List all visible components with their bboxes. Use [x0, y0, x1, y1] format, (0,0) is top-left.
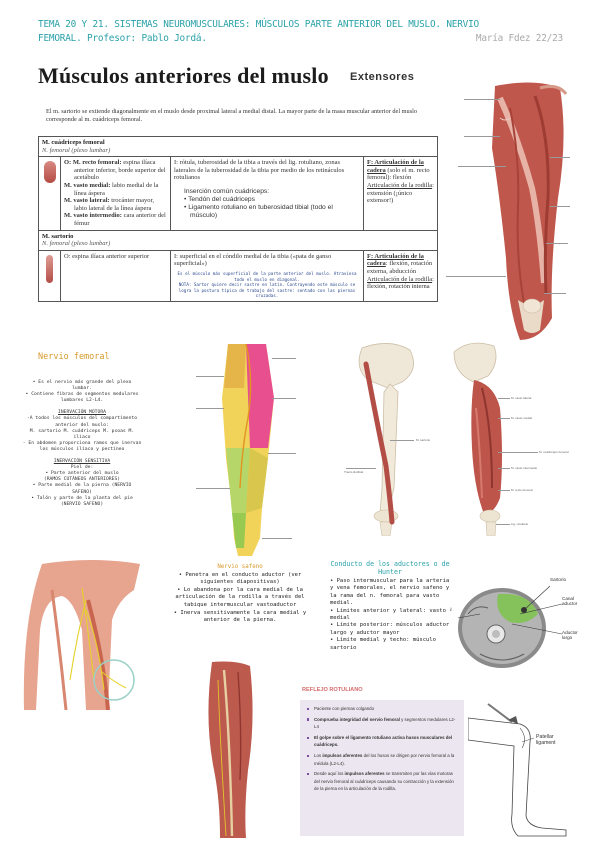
patellar-reflex-figure: Patellar ligament [468, 698, 592, 838]
rf-label: M. recto femoral [511, 488, 533, 492]
sart-origin: O: espina ilíaca anterior superior [60, 249, 171, 302]
cs-label-canal: Canal aductor [562, 596, 578, 607]
sart-insertion: I: superficial en el cóndilo medial de l… [170, 249, 364, 302]
sart-header: M. sartorio N. femoral (plexo lumbar) [38, 229, 438, 251]
header-line-2: FEMORAL. Profesor: Pablo Jordá. [38, 33, 207, 44]
quadriceps-svg [453, 342, 502, 536]
hunter-canal-text: Conducto de los aductores o de Hunter • … [330, 560, 450, 651]
femoral-body: • Es el nervio más grande del plexo lumb… [22, 380, 142, 507]
reflex-list: Paciente con piernas colgando Comprueba … [306, 705, 458, 792]
sart-note-2: NOTA: Sartor quiere decir sastre en latí… [178, 282, 356, 299]
femoral-title: Nervio femoral [38, 352, 110, 362]
tract-label: Tracto iliotibial [344, 470, 364, 474]
vint-label: M. vasto intermedio [511, 466, 538, 470]
innervation-leg-figure [188, 338, 314, 560]
page-subtitle: Extensores [350, 71, 415, 83]
header-line-1: TEMA 20 Y 21. SISTEMAS NEUROMUSCULARES: … [38, 19, 479, 30]
lig-label: Lig. rotuliano [511, 522, 529, 526]
leg-nerve-figure [22, 560, 162, 710]
cs-label-aductor: Aductor largo [562, 630, 578, 641]
reflex-box: Paciente con piernas colgando Comprueba … [300, 700, 464, 836]
muscle-table: M. cuádriceps femoral N. femoral (plexo … [38, 135, 438, 302]
saphenous-title: Nervio safeno [217, 564, 263, 570]
patellar-ligament-label: Patellar ligament [536, 734, 556, 746]
sart-function: F: Articulación de la cadera: flexión, r… [363, 249, 438, 302]
vlat-label-top: M. vasto lateral [511, 396, 532, 400]
cs-label-vasto: Vasto medial [450, 602, 458, 612]
cs-label-sartorio: Sartorio [550, 577, 567, 582]
quad-insertion: I: rótula, tuberosidad de la tibia a tra… [170, 156, 364, 231]
reflex-title: REFLEJO ROTULIANO [302, 687, 363, 693]
sart-nerve: N. femoral (plexo lumbar) [42, 240, 111, 248]
reflex-item: Los impulsos aferentes del los husos se … [306, 752, 458, 767]
quadriceps-figure: M. vasto lateral M. vasto medial M. cuád… [448, 338, 593, 536]
leg-nerve-svg [23, 560, 140, 710]
quad-common-title: Inserción común cuádriceps: [184, 187, 270, 195]
sartorius-label: M. sartorio [416, 438, 431, 442]
lower-leg-svg [208, 661, 253, 838]
cross-section-figure: Sartorio Canal aductor Aductor largo Vas… [450, 574, 590, 680]
sartorius-svg [358, 343, 414, 536]
sart-note-1: Es el músculo más superficial de la part… [177, 270, 357, 282]
cross-section-svg [457, 585, 563, 668]
sart-name: M. sartorio [42, 232, 74, 240]
quad-muscle-image [43, 161, 56, 184]
page-title: Músculos anteriores del muslo [38, 63, 329, 88]
quad-header: M. cuádriceps femoral N. femoral (plexo … [38, 135, 438, 158]
patellar-reflex-svg [468, 703, 567, 837]
sart-thumb-cell [38, 249, 61, 302]
hunter-title: Conducto de los aductores o de Hunter [330, 560, 450, 576]
thigh-anatomy-svg [492, 82, 568, 340]
quad-origin: O: M. recto femoral: espina ilíaca anter… [60, 156, 171, 231]
reflex-item: Desde aquí los impulsos aferentes se tra… [306, 770, 458, 792]
sartorius-figure: M. sartorio Tracto iliotibial [332, 338, 444, 536]
lower-leg-figure [190, 660, 270, 840]
saphenous-text: Nervio safeno • Penetra en el conducto a… [165, 564, 315, 625]
sart-muscle-image [46, 254, 53, 283]
quad-name: M. cuádriceps femoral [42, 139, 105, 146]
vmed-label: M. vasto medial [511, 416, 533, 420]
quad-nerve: N. femoral (plexo lumbar) [42, 146, 111, 154]
reflex-item: Paciente con piernas colgando [306, 705, 458, 712]
reflex-item: El golpe sobre el ligamento rotuliano ac… [306, 734, 458, 749]
quad-label: M. cuádriceps femoral [539, 450, 569, 454]
intro-paragraph: El m. sartorio se extiende diagonalmente… [46, 108, 418, 124]
reflex-item: Comprueba integridad del nervio femoral … [306, 716, 458, 731]
quad-function: F: Articulación de la cadera (solo el m.… [363, 156, 438, 231]
page-header: TEMA 20 Y 21. SISTEMAS NEUROMUSCULARES: … [38, 18, 563, 46]
header-author: María Fdez 22/23 [475, 33, 563, 44]
quad-thumb-cell [38, 156, 61, 231]
innervation-leg-svg [222, 343, 274, 556]
thigh-anatomy-figure [440, 78, 590, 346]
